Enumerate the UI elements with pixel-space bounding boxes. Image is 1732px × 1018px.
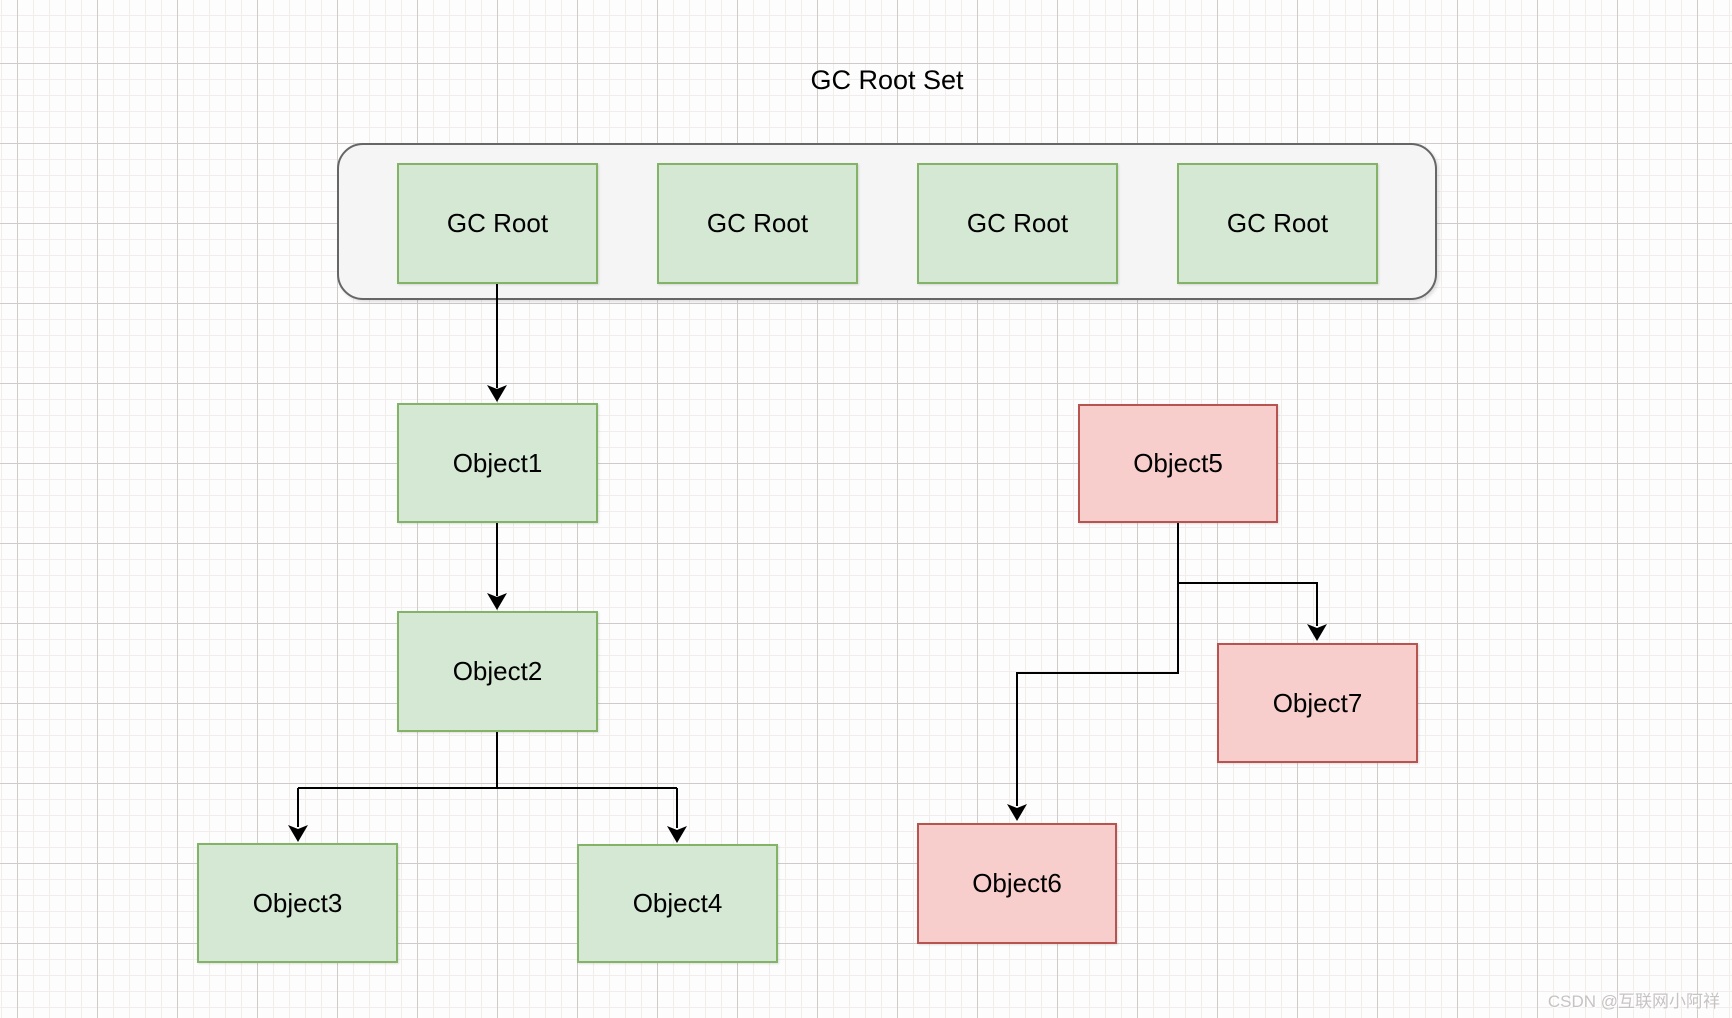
arrowhead-object6 <box>1007 804 1027 821</box>
arrowhead-object7 <box>1307 624 1327 641</box>
node-object6: Object6 <box>917 823 1117 944</box>
gc-root-2-label: GC Root <box>706 208 809 238</box>
node-object1: Object1 <box>397 403 598 523</box>
node-object7: Object7 <box>1217 643 1418 763</box>
arrowhead-object2 <box>487 593 507 610</box>
edge-object5-object6 <box>1016 523 1179 806</box>
node-object2: Object2 <box>397 611 598 732</box>
gc-root-4-label: GC Root <box>1226 208 1329 238</box>
gc-root-3-label: GC Root <box>966 208 1069 238</box>
arrowhead-object3 <box>288 825 308 842</box>
gc-root-box-4: GC Root <box>1177 163 1378 284</box>
gc-root-box-2: GC Root <box>657 163 858 284</box>
edge-object5-object7 <box>1178 582 1318 626</box>
arrowhead-object4 <box>667 826 687 843</box>
diagram-title: GC Root Set <box>810 65 964 95</box>
csdn-watermark: CSDN @互联网小阿祥 <box>1547 992 1720 1011</box>
node-object4: Object4 <box>577 844 778 963</box>
node-object2-label: Object2 <box>452 656 543 686</box>
arrowhead-object1 <box>487 385 507 402</box>
node-object7-label: Object7 <box>1272 687 1363 718</box>
node-object3: Object3 <box>197 843 398 963</box>
node-object6-label: Object6 <box>972 868 1062 898</box>
edge-object2-branch <box>297 732 678 828</box>
gc-root-box-3: GC Root <box>917 163 1118 284</box>
node-object5: Object5 <box>1078 404 1278 523</box>
gc-root-box-1: GC Root <box>397 163 598 284</box>
node-object4-label: Object4 <box>632 888 723 918</box>
node-object1-label: Object1 <box>452 447 543 478</box>
node-object5-label: Object5 <box>1133 448 1223 478</box>
gc-root-1-label: GC Root <box>446 208 549 238</box>
node-object3-label: Object3 <box>252 887 343 918</box>
